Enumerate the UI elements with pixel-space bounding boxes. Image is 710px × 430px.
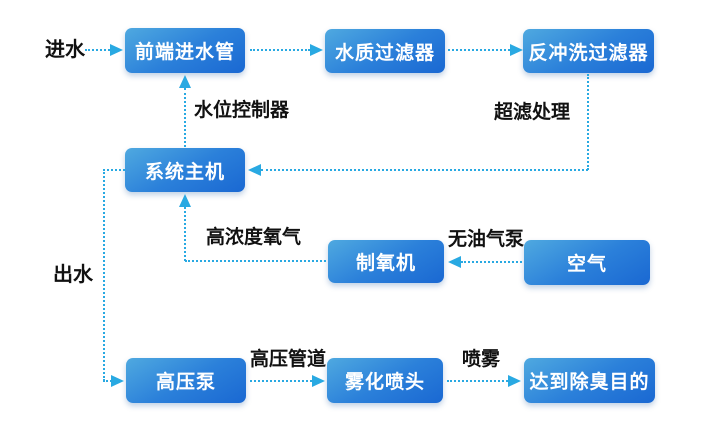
edge-label-inlet-water: 进水	[45, 39, 85, 61]
connector-air-to-oxygen	[461, 261, 522, 263]
connector-oxygen-to-system-host-v	[184, 207, 186, 261]
connector-system-host-to-front-pipe	[184, 88, 186, 147]
connector-nozzle-to-goal	[447, 380, 508, 382]
edge-label-high-concentration-oxygen: 高浓度氧气	[206, 227, 302, 248]
node-air: 空气	[524, 240, 650, 285]
edge-label-spray: 喷雾	[462, 349, 501, 370]
arrowhead-backwash-to-system-host	[248, 164, 261, 176]
node-oxygen-generator: 制氧机	[328, 240, 444, 283]
node-high-pressure-pump: 高压泵	[126, 358, 246, 403]
connector-backwash-to-system-host	[261, 169, 588, 171]
connector-outlet-down	[103, 169, 105, 381]
arrowhead-front-pipe-to-water-filter	[310, 44, 323, 56]
edge-label-oil-free-air-pump: 无油气泵	[448, 229, 525, 250]
arrowhead-pump-to-nozzle	[312, 375, 325, 387]
node-water-quality-filter: 水质过滤器	[325, 29, 445, 73]
connector-front-pipe-to-water-filter	[250, 49, 310, 51]
edge-label-high-pressure-pipeline: 高压管道	[250, 349, 327, 370]
arrowhead-air-to-oxygen	[448, 256, 461, 268]
connector-inlet-to-front-pipe	[85, 49, 110, 51]
node-system-host: 系统主机	[125, 148, 245, 192]
node-backwash-filter: 反冲洗过滤器	[523, 29, 654, 73]
edge-label-outlet-water: 出水	[53, 264, 93, 286]
connector-outlet-to-pump	[103, 380, 112, 382]
connector-backwash-down	[587, 74, 589, 170]
node-front-inlet-pipe: 前端进水管	[125, 28, 245, 73]
connector-pump-to-nozzle	[250, 380, 312, 382]
edge-label-water-level-controller: 水位控制器	[194, 100, 290, 121]
arrowhead-system-host-to-front-pipe	[179, 75, 191, 88]
edge-label-ultrafiltration-treatment: 超滤处理	[494, 102, 571, 123]
node-atomizing-nozzle: 雾化喷头	[327, 358, 443, 403]
arrowhead-outlet-to-pump	[111, 375, 124, 387]
connector-system-host-out-left	[103, 169, 125, 171]
connector-water-filter-to-backwash	[448, 49, 510, 51]
arrowhead-nozzle-to-goal	[508, 375, 521, 387]
node-deodorization-goal: 达到除臭目的	[524, 358, 655, 403]
arrowhead-inlet-to-front-pipe	[110, 44, 123, 56]
arrowhead-water-filter-to-backwash	[510, 44, 523, 56]
arrowhead-oxygen-to-system-host	[179, 194, 191, 207]
connector-oxygen-to-system-host-h	[185, 260, 326, 262]
